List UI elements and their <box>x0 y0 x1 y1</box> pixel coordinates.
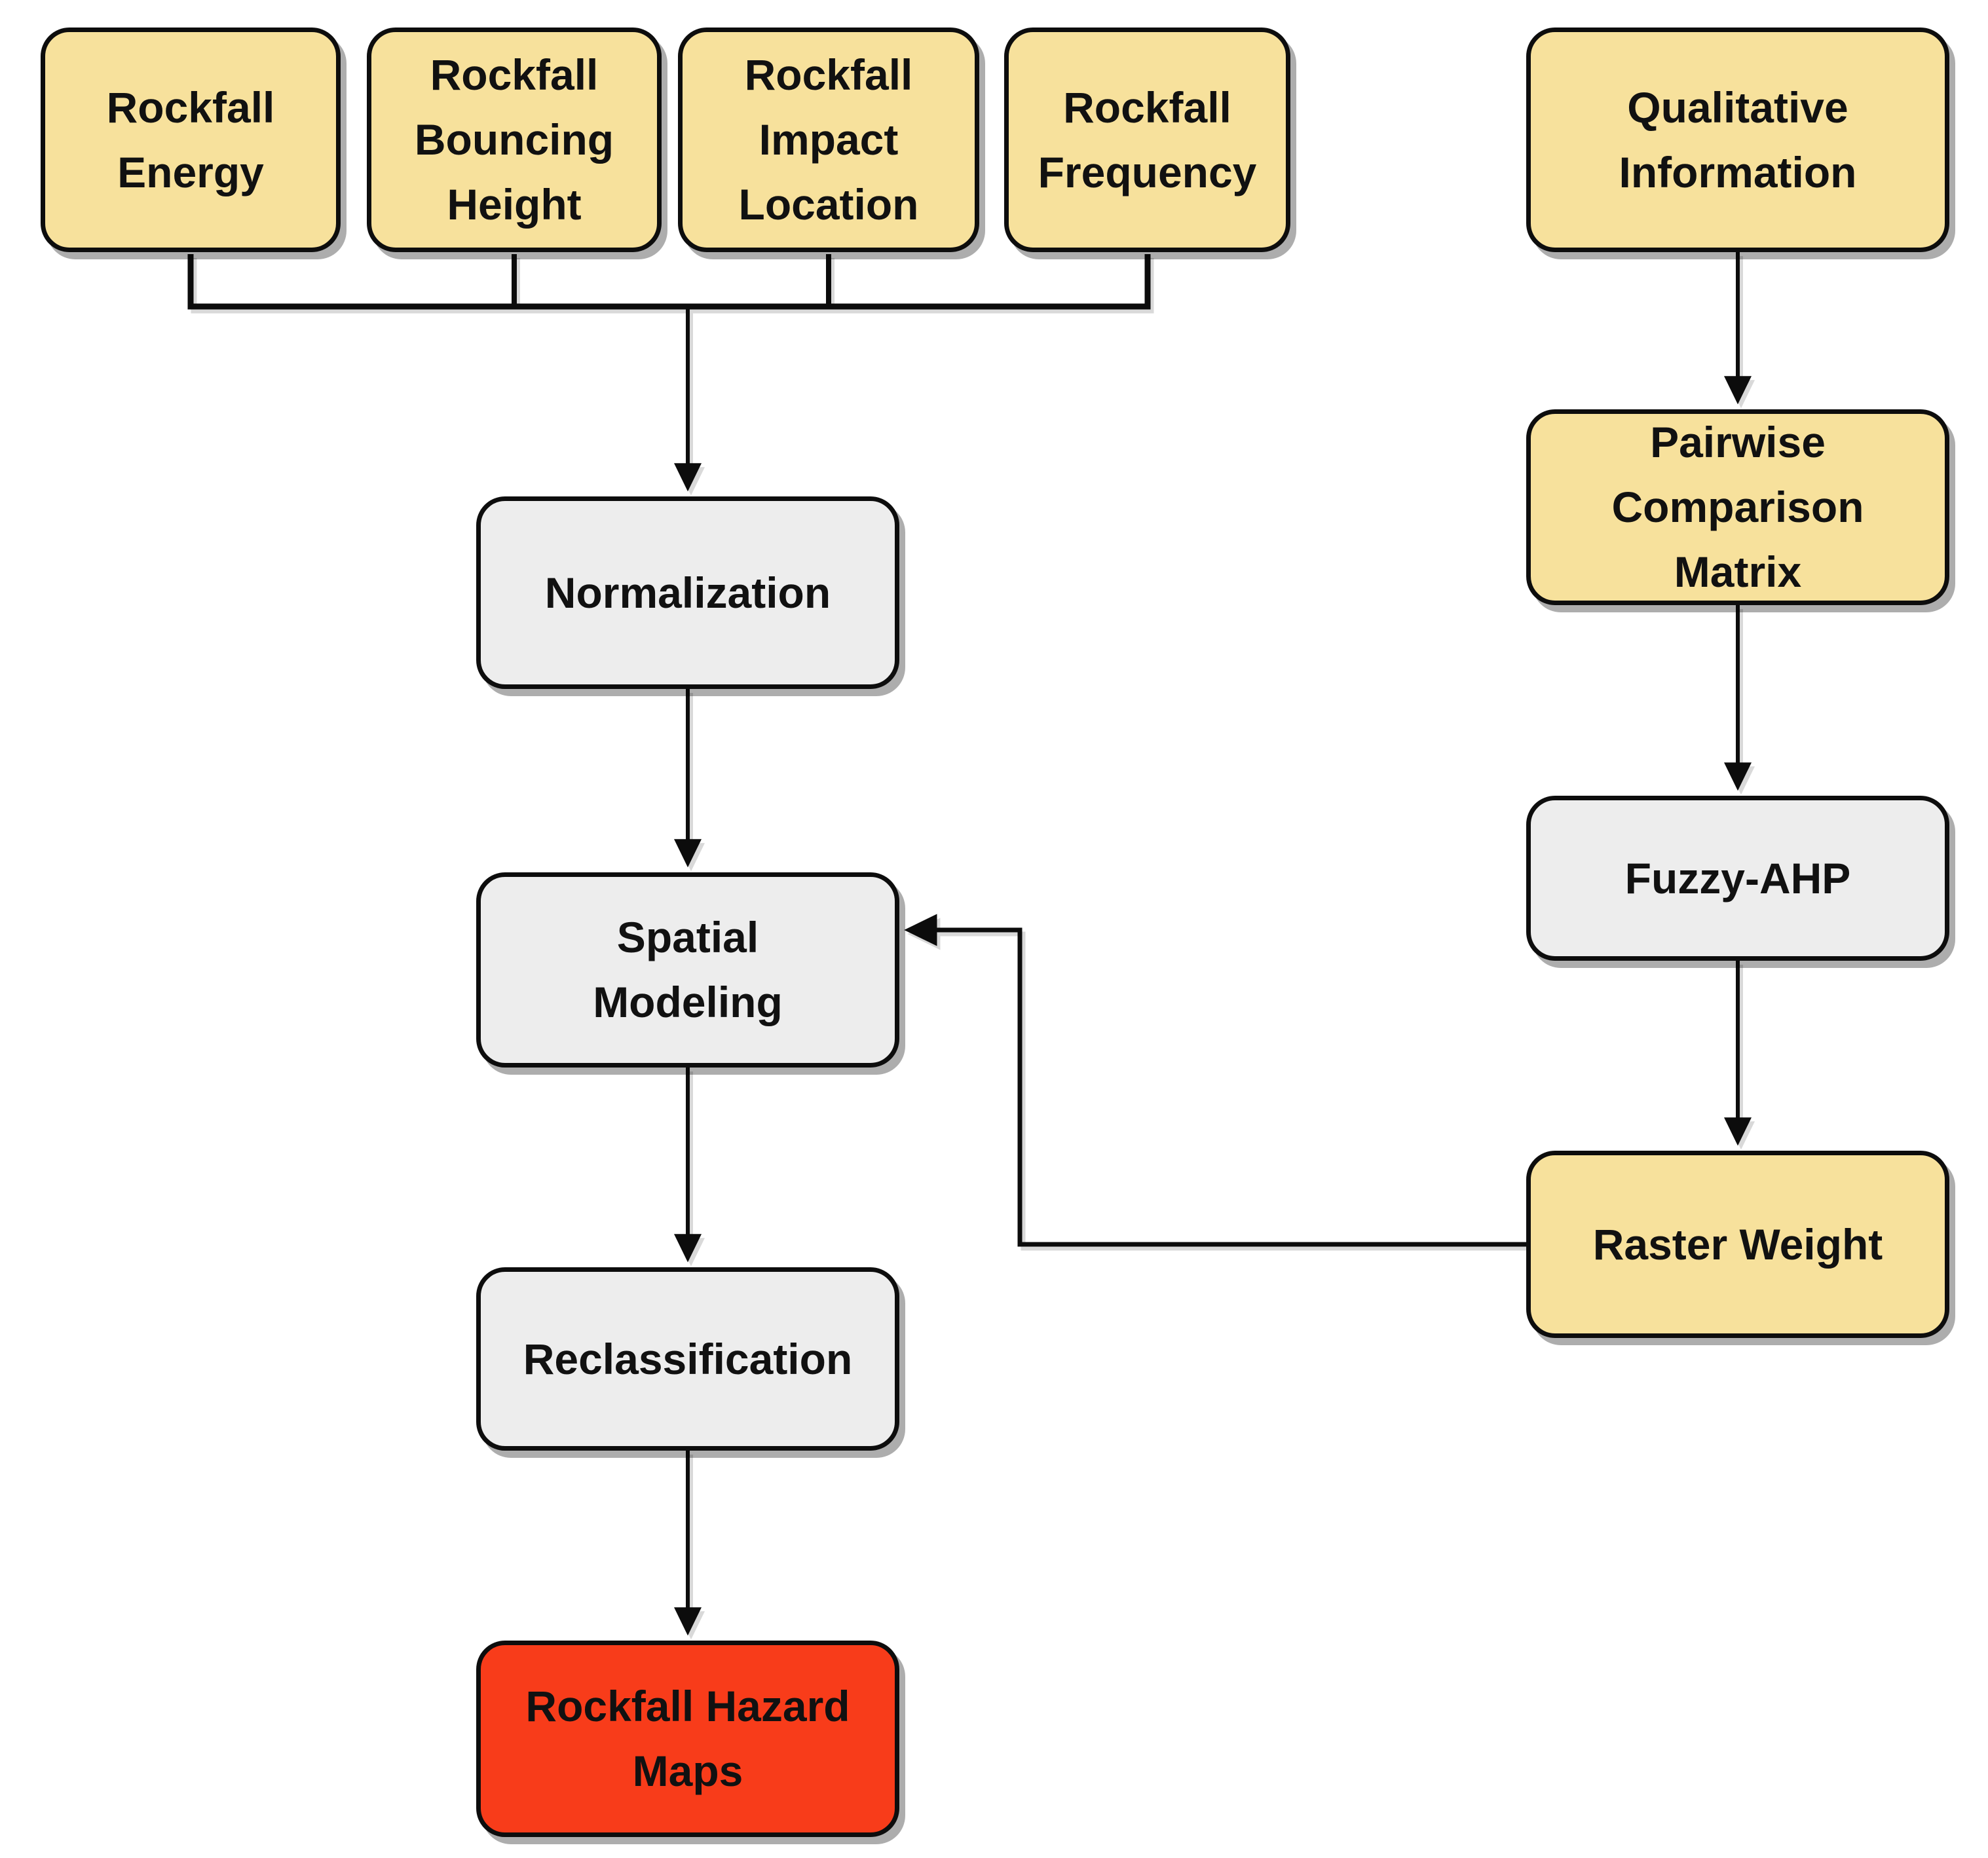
node-label: Rockfall Energy <box>106 83 275 196</box>
node-rockfall-hazard-maps: Rockfall Hazard Maps <box>476 1641 899 1837</box>
edge-raster-to-spatial <box>904 914 1526 1247</box>
node-rockfall-frequency: Rockfall Frequency <box>1004 28 1290 252</box>
node-label: Raster Weight <box>1592 1219 1883 1269</box>
node-normalization: Normalization <box>476 496 899 689</box>
node-label: Rockfall Hazard Maps <box>525 1682 850 1795</box>
node-label: Normalization <box>544 568 831 617</box>
node-fuzzy-ahp: Fuzzy-AHP <box>1526 796 1949 961</box>
edge-inputs-merge-bracket <box>187 254 1151 310</box>
node-rockfall-energy: Rockfall Energy <box>41 28 341 252</box>
node-qualitative-information: Qualitative Information <box>1526 28 1949 252</box>
node-label: Fuzzy-AHP <box>1624 853 1851 902</box>
node-label: Rockfall Frequency <box>1038 83 1257 196</box>
node-label: Reclassification <box>523 1334 853 1383</box>
node-spatial-modeling: Spatial Modeling <box>476 872 899 1068</box>
node-label: Spatial Modeling <box>593 913 783 1026</box>
node-pairwise-comparison-matrix: Pairwise Comparison Matrix <box>1526 409 1949 605</box>
node-rockfall-impact-location: Rockfall Impact Location <box>678 28 979 252</box>
node-label: Rockfall Impact Location <box>738 50 919 229</box>
node-raster-weight: Raster Weight <box>1526 1151 1949 1338</box>
node-label: Pairwise Comparison Matrix <box>1611 418 1864 596</box>
node-reclassification: Reclassification <box>476 1267 899 1451</box>
node-label: Rockfall Bouncing Height <box>414 50 614 229</box>
node-label: Qualitative Information <box>1619 83 1857 196</box>
node-rockfall-bouncing-height: Rockfall Bouncing Height <box>367 28 662 252</box>
